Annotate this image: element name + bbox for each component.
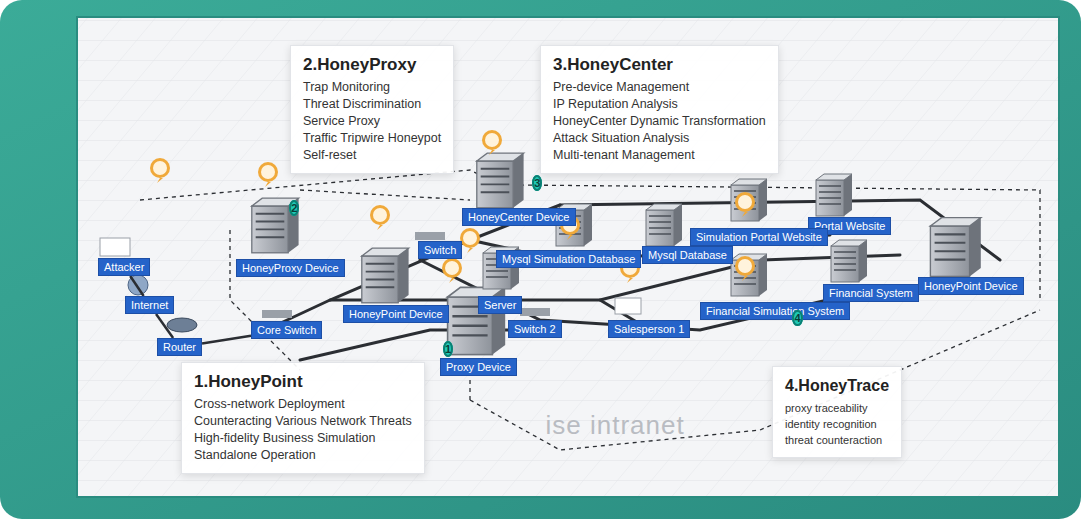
device-tag: Router — [157, 338, 202, 356]
callout-number: 1 — [443, 341, 453, 357]
feature-item: Standalone Operation — [194, 447, 412, 464]
feature-item: identity recognition — [785, 416, 889, 432]
device-tag: Salesperson 1 — [608, 320, 690, 338]
feature-item: Traffic Tripwire Honeypot — [303, 130, 441, 147]
network-link — [202, 336, 251, 344]
device-name: HoneyPoint Device — [924, 279, 1018, 293]
device-tag: Attacker — [98, 258, 150, 276]
device-name: Switch 2 — [514, 322, 556, 336]
feature-callout-box: 2.HoneyProxyTrap MonitoringThreat Discri… — [290, 45, 454, 174]
callout-heading: 3.HoneyCenter — [553, 54, 766, 76]
feature-item: Threat Discrimination — [303, 96, 441, 113]
device-tag: HoneyProxy Device — [236, 259, 345, 277]
feature-item: threat counteraction — [785, 432, 889, 448]
feature-item: Cross-network Deployment — [194, 396, 412, 413]
device-name: Simulation Portal Website — [696, 230, 822, 244]
device-name: Mysql Database — [648, 248, 727, 262]
feature-item: HoneyCenter Dynamic Transformation — [553, 113, 766, 130]
device-tag: HoneyPoint Device — [918, 277, 1024, 295]
callout-heading: 2.HoneyProxy — [303, 54, 441, 76]
network-link — [156, 314, 173, 338]
device-tag: HoneyCenter Device — [462, 208, 576, 226]
device-name: Attacker — [104, 260, 144, 274]
feature-item: High-fidelity Business Simulation — [194, 430, 412, 447]
device-tag: Financial System — [823, 284, 919, 302]
feature-item: Pre-device Management — [553, 79, 766, 96]
device-tag: Internet — [125, 296, 174, 314]
device-name: Core Switch — [257, 323, 316, 337]
device-name: HoneyPoint Device — [349, 307, 443, 321]
device-tag: Core Switch — [251, 321, 322, 339]
device-tag: Mysql Simulation Database — [496, 250, 641, 268]
device-name: Internet — [131, 298, 168, 312]
feature-item: Self-reset — [303, 147, 441, 164]
callout-number: 3 — [532, 175, 542, 191]
feature-item: proxy traceability — [785, 400, 889, 416]
callout-heading: 4.HoneyTrace — [785, 375, 889, 397]
feature-callout-box: 1.HoneyPointCross-network DeploymentCoun… — [181, 362, 425, 474]
device-tag: Server — [478, 296, 522, 314]
device-name: Switch — [424, 243, 456, 257]
device-name: HoneyCenter Device — [468, 210, 570, 224]
device-tag: Financial Simulation System — [700, 302, 850, 320]
feature-item: Attack Situation Analysis — [553, 130, 766, 147]
device-tag: Simulation Portal Website — [690, 228, 828, 246]
device-tag: Mysql Database — [642, 246, 733, 264]
feature-item: Service Proxy — [303, 113, 441, 130]
device-name: Server — [484, 298, 516, 312]
device-name: Proxy Device — [446, 360, 511, 374]
watermark-text: ise intranet — [546, 410, 685, 440]
callout-number: 4 — [792, 310, 802, 326]
device-name: HoneyProxy Device — [242, 261, 339, 275]
device-tag: Proxy Device — [440, 358, 517, 376]
device-name: Mysql Simulation Database — [502, 252, 635, 266]
device-tag: Switch — [418, 241, 462, 259]
device-name: Salesperson 1 — [614, 322, 684, 336]
device-name: Router — [163, 340, 196, 354]
callout-heading: 1.HoneyPoint — [194, 371, 412, 393]
callout-number: 2 — [289, 200, 299, 216]
device-tag: Switch 2 — [508, 320, 562, 338]
device-tag: HoneyPoint Device — [343, 305, 449, 323]
device-name: Financial Simulation System — [706, 304, 844, 318]
feature-callout-box: 3.HoneyCenterPre-device ManagementIP Rep… — [540, 45, 779, 174]
feature-item: Counteracting Various Network Threats — [194, 413, 412, 430]
device-name: Financial System — [829, 286, 913, 300]
network-link — [130, 276, 143, 296]
feature-item: Multi-tenant Management — [553, 147, 766, 164]
feature-item: Trap Monitoring — [303, 79, 441, 96]
feature-callout-box: 4.HoneyTrace proxy traceabilityidentity r… — [772, 366, 902, 458]
feature-item: IP Reputation Analysis — [553, 96, 766, 113]
